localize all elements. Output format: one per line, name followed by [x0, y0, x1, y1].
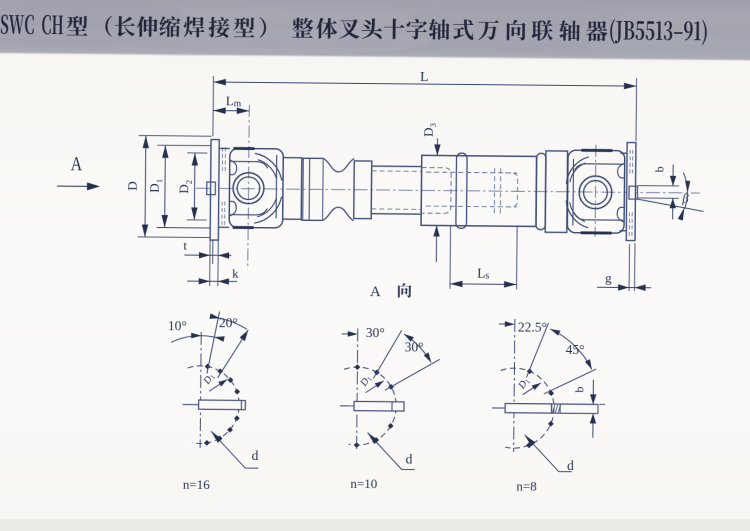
- svg-text:22.5°: 22.5°: [518, 319, 547, 334]
- svg-text:3: 3: [428, 123, 438, 127]
- svg-text:A: A: [71, 152, 83, 174]
- svg-text:10°: 10°: [168, 318, 187, 333]
- svg-text:Lm: Lm: [226, 93, 242, 109]
- svg-text:d: d: [406, 451, 413, 466]
- svg-text:t: t: [183, 238, 187, 253]
- svg-text:n=16: n=16: [183, 477, 210, 492]
- svg-text:b: b: [652, 166, 666, 172]
- svg-text:d: d: [252, 448, 259, 463]
- svg-text:30°: 30°: [405, 339, 424, 354]
- svg-text:45°: 45°: [566, 342, 585, 357]
- svg-text:g: g: [605, 270, 612, 285]
- svg-text:n=8: n=8: [516, 478, 536, 493]
- svg-text:β: β: [681, 192, 689, 206]
- svg-text:Ls: Ls: [477, 265, 489, 281]
- svg-text:30°: 30°: [366, 325, 385, 340]
- svg-text:D: D: [147, 183, 162, 193]
- svg-text:1: 1: [154, 179, 164, 183]
- svg-text:n=10: n=10: [350, 476, 377, 491]
- svg-text:d: d: [567, 458, 574, 473]
- svg-text:L: L: [420, 70, 429, 85]
- svg-text:D: D: [176, 184, 191, 194]
- svg-text:2: 2: [184, 180, 194, 184]
- svg-text:k: k: [232, 266, 239, 281]
- svg-text:A: A: [370, 284, 381, 300]
- svg-text:D: D: [420, 127, 435, 137]
- svg-text:b: b: [572, 387, 586, 393]
- svg-text:D: D: [125, 181, 140, 191]
- svg-text:20°: 20°: [219, 315, 238, 330]
